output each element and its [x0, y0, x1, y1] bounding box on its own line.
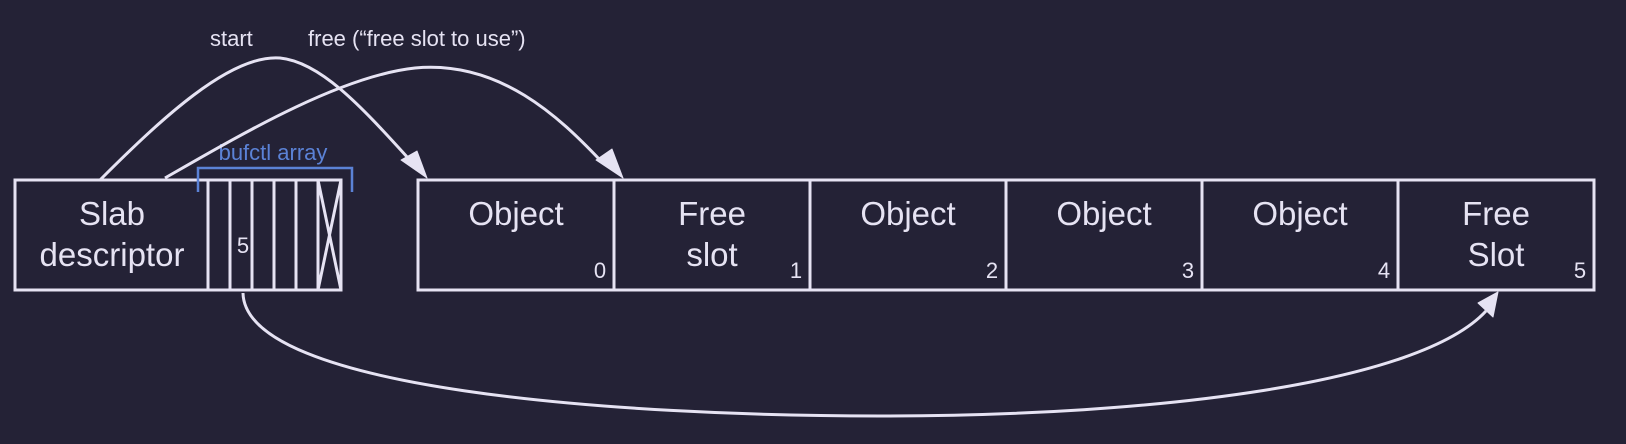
bufctl-to-free-slot-arrowhead — [1477, 291, 1499, 318]
slab-descriptor-label-line2: descriptor — [40, 236, 185, 273]
slot-4-index: 4 — [1378, 258, 1390, 283]
slot-3-index: 3 — [1182, 258, 1194, 283]
slot-1-line2: slot — [686, 236, 737, 273]
free-label: free (“free slot to use”) — [308, 26, 526, 51]
slot-row: Object 0 Free slot 1 Object 2 Object 3 O… — [416, 178, 1596, 292]
slab-descriptor-label-line1: Slab — [79, 195, 145, 232]
bufctl-last-cross — [316, 179, 343, 291]
slab-descriptor: Slab descriptor — [13, 178, 343, 292]
bufctl-to-free-slot-arrow — [241, 292, 1488, 418]
slot-5-line2: Slot — [1468, 236, 1525, 273]
free-arrowhead — [595, 148, 624, 179]
start-label: start — [210, 26, 253, 51]
free-arrow — [164, 65, 602, 180]
slot-5-index: 5 — [1574, 258, 1586, 283]
slot-2-index: 2 — [986, 258, 998, 283]
slot-3-line1: Object — [1056, 195, 1151, 232]
slot-4-line1: Object — [1252, 195, 1347, 232]
bufctl-brace — [196, 166, 354, 192]
start-arrowhead — [400, 150, 428, 179]
slot-2-line1: Object — [860, 195, 955, 232]
slot-0-line1: Object — [468, 195, 563, 232]
slot-1-index: 1 — [790, 258, 802, 283]
bufctl-label: bufctl array — [219, 140, 328, 165]
start-arrow — [98, 56, 410, 182]
slot-1-line1: Free — [678, 195, 746, 232]
slab-descriptor-box — [13, 178, 343, 292]
slot-0-index: 0 — [594, 258, 606, 283]
bufctl-array: 5 bufctl array — [196, 140, 354, 291]
bufctl-first-value: 5 — [237, 233, 249, 258]
slot-5-line1: Free — [1462, 195, 1530, 232]
